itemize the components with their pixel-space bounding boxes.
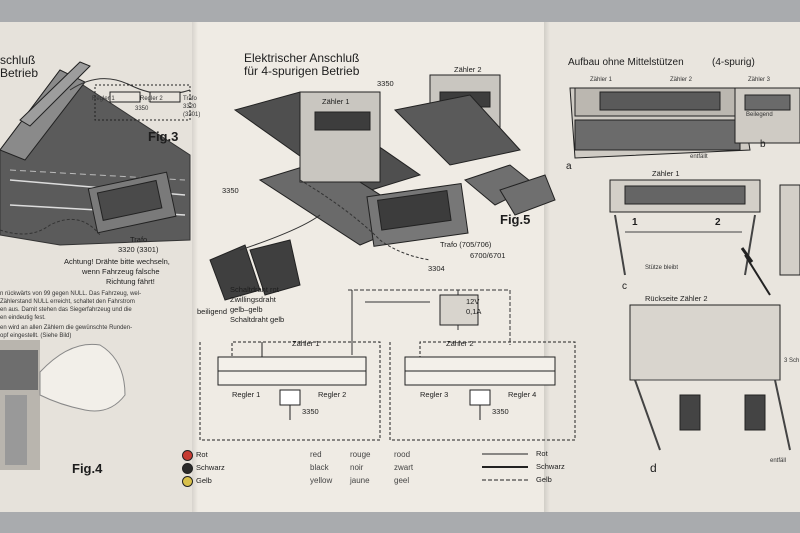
right-crease	[544, 22, 550, 512]
diagram-c-box1: 1	[632, 217, 638, 228]
wire-legend-lines	[482, 453, 528, 481]
color-swatch-black	[182, 463, 193, 474]
right-heading-suffix: (4-spurig)	[712, 57, 755, 68]
regler3-label: Regler 3	[420, 390, 449, 399]
warning-line3: Richtung fährt!	[106, 277, 155, 286]
warning-line1: Achtung! Drähte bitte wechseln,	[64, 257, 170, 266]
middle-heading-line2: für 4-spurigen Betrieb	[244, 64, 360, 78]
right-zaehler1-label: Zähler 1	[590, 77, 613, 83]
legend-nl-geel: geel	[394, 476, 410, 485]
zaehler2-top-label: Zähler 2	[454, 65, 482, 74]
model-3304-label: 3304	[428, 264, 445, 273]
left-paragraph-line2: Zählerstand NULL erreicht, schaltet den …	[0, 299, 135, 305]
ampere-label: 0,1A	[466, 307, 482, 316]
legend-de-rot: Rot	[196, 450, 208, 459]
model-3350-schematic-left: 3350	[302, 407, 319, 416]
left-trafo-top-number: 3320	[183, 104, 197, 110]
left-paragraph-line3: en aus. Damit stehen das Siegerfahrzeug …	[0, 307, 132, 313]
schaltdraht-gelb-label: Schaltdraht gelb	[230, 315, 285, 324]
wire-legend-gelb: Gelb	[536, 475, 552, 484]
zaehler1-schematic-label: Zähler 1	[292, 339, 320, 348]
legend-fr-jaune: jaune	[350, 476, 370, 485]
legend-fr-noir: noir	[350, 463, 364, 472]
fig5-caption: Fig.5	[500, 212, 531, 227]
diagram-c-letter: c	[622, 281, 627, 292]
regler4-label: Regler 4	[508, 390, 537, 399]
legend-nl-rood: rood	[394, 450, 411, 459]
color-swatch-yellow	[182, 476, 193, 487]
right-zaehler3-label: Zähler 3	[748, 77, 771, 83]
fig5-track-illustration	[209, 74, 556, 301]
wire-legend-schwarz: Schwarz	[536, 462, 565, 471]
left-paragraph-line4: en eindeutig fest.	[0, 315, 46, 321]
diagram-c-illustration	[609, 179, 800, 296]
fig3-track-illustration	[0, 61, 191, 246]
legend-en-yellow: yellow	[310, 476, 333, 485]
left-paragraph-line6: opf eingestellt. (Siehe Bild)	[0, 333, 72, 339]
legend-en-black: black	[310, 463, 329, 472]
zwillingsdraht-label: Zwillingsdraht	[230, 295, 276, 304]
model-3350-top: 3350	[377, 79, 394, 88]
beiligend-label: beiligend	[197, 307, 228, 316]
left-heading-line1: schluß	[0, 53, 36, 67]
legend-en-red: red	[310, 450, 322, 459]
legend-fr-rouge: rouge	[350, 450, 371, 459]
left-regler1-label: Regler 1	[92, 96, 115, 102]
trafo-number-label: 6700/6701	[470, 251, 506, 260]
right-edge-entfall-label: entfäll	[770, 458, 787, 464]
rueckseite-label: Rückseite Zähler 2	[645, 294, 708, 303]
legend-nl-zwart: zwart	[394, 463, 414, 472]
diagram-c-zaehler1: Zähler 1	[652, 169, 680, 178]
wire-legend-rot: Rot	[536, 449, 548, 458]
right-zaehler2-label: Zähler 2	[670, 77, 693, 83]
beilegend-label: Beilegend	[746, 112, 773, 118]
middle-heading-line1: Elektrischer Anschluß	[244, 51, 360, 65]
right-edge-3sch-label: 3 Sch	[784, 358, 800, 364]
warning-line2: wenn Fahrzeug falsche	[82, 267, 160, 276]
legend-de-gelb: Gelb	[196, 476, 212, 485]
left-trafo-label: Trafo	[130, 235, 148, 244]
entfallt-label: entfällt	[690, 154, 708, 160]
diagram-d-illustration	[629, 304, 791, 451]
left-model-number-top: 3350	[135, 106, 149, 112]
fig3-caption: Fig.3	[148, 129, 179, 144]
left-trafo-top-label: Trafo	[183, 96, 197, 102]
gelb-gelb-label: gelb–gelb	[230, 305, 263, 314]
fig4-photo-illustration	[0, 340, 126, 470]
wiring-schematic	[199, 289, 576, 441]
legend-de-schwarz: Schwarz	[196, 463, 225, 472]
zaehler2-schematic-label: Zähler 2	[446, 339, 474, 348]
model-3350-left: 3350	[222, 186, 239, 195]
diagram-c-box2: 2	[715, 217, 721, 228]
model-3350-schematic-right: 3350	[492, 407, 509, 416]
zaehler1-top-label: Zähler 1	[322, 97, 350, 106]
color-swatch-red	[182, 450, 193, 461]
diagram-a-illustration	[569, 87, 800, 159]
voltage-label: 12V	[466, 297, 480, 306]
left-regler2-label: Regler 2	[140, 96, 163, 102]
fig4-caption: Fig.4	[72, 461, 103, 476]
regler1-label: Regler 1	[232, 390, 261, 399]
left-crease	[192, 22, 198, 512]
diagram-b-letter: b	[760, 139, 766, 150]
trafo-label: Trafo (705/706)	[440, 240, 492, 249]
left-paragraph-line5: en wird an allen Zählern die gewünschte …	[0, 325, 133, 331]
left-trafo-number: 3320 (3301)	[118, 245, 159, 254]
stutze-bleibt-label: Stütze bleibt	[645, 265, 679, 271]
left-heading-line2: Betrieb	[0, 66, 39, 80]
regler2-label: Regler 2	[318, 390, 347, 399]
diagram-a-letter: a	[566, 161, 572, 172]
diagram-d-letter: d	[650, 461, 657, 475]
right-heading: Aufbau ohne Mittelstützen	[568, 57, 684, 68]
left-trafo-top-number2: (3301)	[183, 112, 201, 118]
left-paragraph-line1: n rückwärts von 99 gegen NULL. Das Fahrz…	[0, 291, 142, 297]
schaltdraht-rot-label: Schaltdraht rot	[230, 285, 279, 294]
